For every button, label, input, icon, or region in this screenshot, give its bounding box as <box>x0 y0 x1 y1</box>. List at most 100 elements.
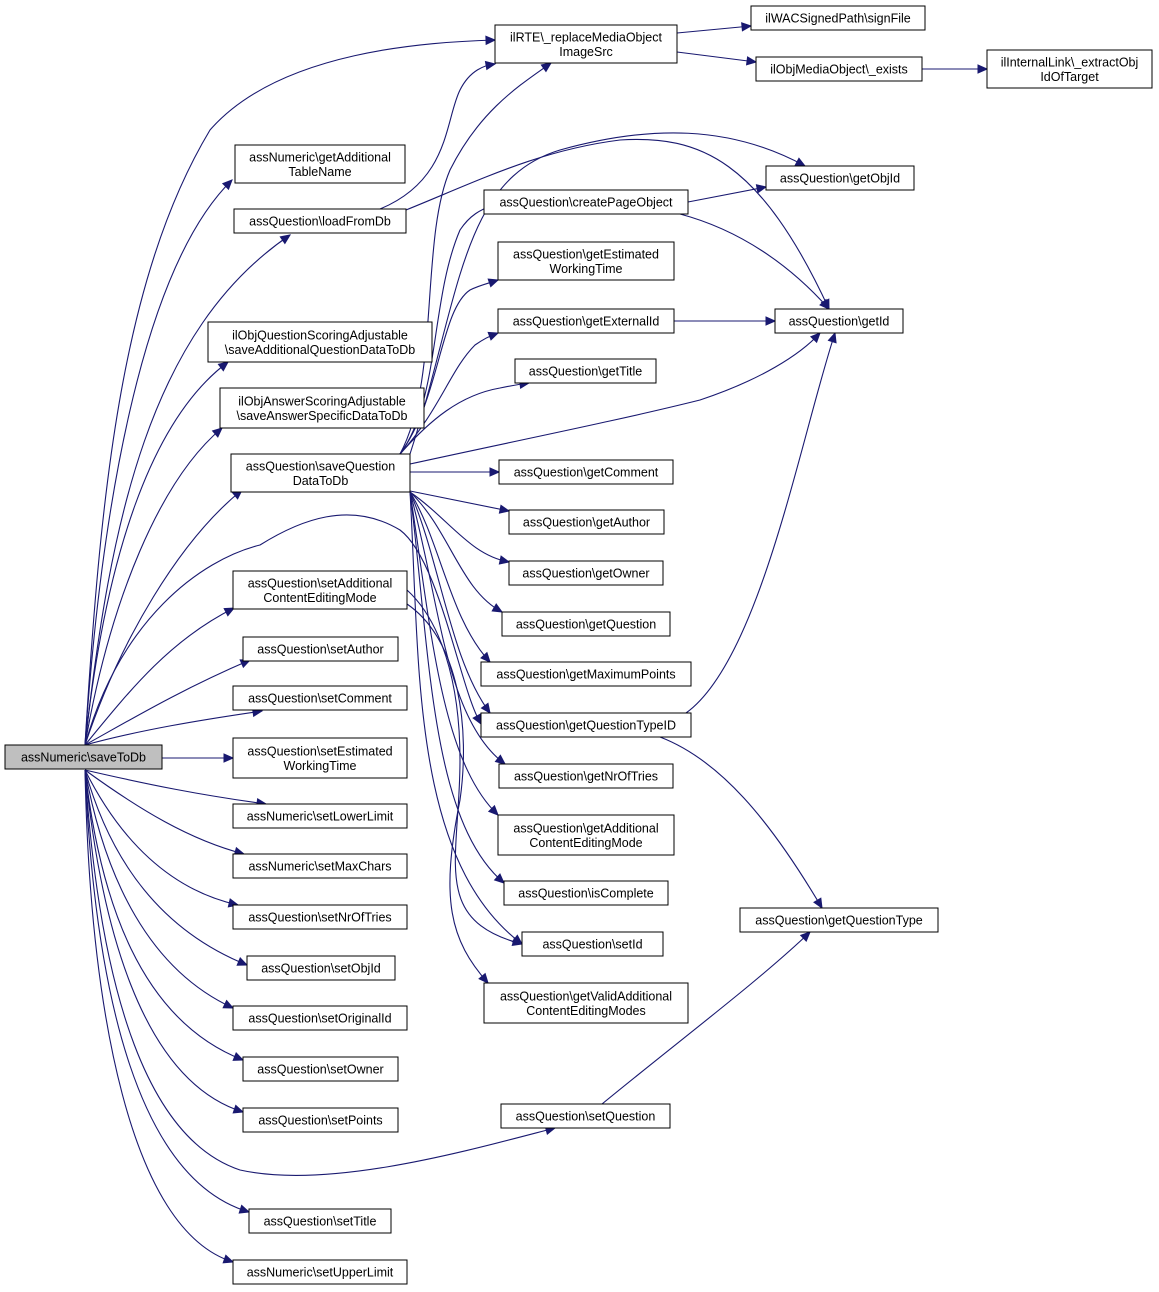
call-edge-saveQData-to-replaceMedia <box>399 62 553 455</box>
node-box <box>207 321 433 363</box>
call-edge-line <box>84 769 234 1263</box>
node-box <box>497 308 675 334</box>
node-box <box>498 459 674 485</box>
node-label: ContentEditingMode <box>263 591 376 605</box>
function-node-getQType[interactable]: assQuestion\getQuestionType <box>739 907 939 933</box>
function-node-setTitle[interactable]: assQuestion\setTitle <box>248 1208 392 1234</box>
arrowhead <box>480 651 491 663</box>
function-node-setNrOfTries[interactable]: assQuestion\setNrOfTries <box>232 904 408 930</box>
function-node-setOwner[interactable]: assQuestion\setOwner <box>242 1056 399 1082</box>
function-node-getComment[interactable]: assQuestion\getComment <box>498 459 674 485</box>
node-label: assQuestion\setAuthor <box>257 643 383 657</box>
call-edge-line <box>84 489 243 746</box>
call-edge-root-to-setOrigId <box>84 769 235 1009</box>
arrowhead <box>222 1254 235 1264</box>
call-edge-root-to-setObjId <box>84 769 249 966</box>
function-node-setOrigId[interactable]: assQuestion\setOriginalId <box>232 1005 408 1031</box>
call-edge-line <box>409 491 499 816</box>
function-node-setAddCEM[interactable]: assQuestion\setAdditionalContentEditingM… <box>232 570 408 610</box>
call-nodes: assNumeric\saveToDb ilRTE\_replaceMediaOb… <box>4 5 1153 1285</box>
function-node-getExtId[interactable]: assQuestion\getExternalId <box>497 308 675 334</box>
function-node-getMaxPts[interactable]: assQuestion\getMaximumPoints <box>480 661 692 687</box>
function-node-isComplete[interactable]: assQuestion\isComplete <box>503 880 669 906</box>
function-node-setMaxChars[interactable]: assNumeric\setMaxChars <box>232 853 408 879</box>
root-function-node[interactable]: assNumeric\saveToDb <box>4 744 163 770</box>
call-edge-line <box>84 39 496 746</box>
function-node-mediaExists[interactable]: ilObjMediaObject\_exists <box>755 56 923 82</box>
node-box <box>242 1107 399 1133</box>
arrowhead <box>232 1052 245 1061</box>
call-edge-line <box>84 361 229 746</box>
call-edge-line <box>379 63 496 210</box>
call-edge-saveQData-to-getMaxPts <box>409 491 491 663</box>
function-node-getAuthor[interactable]: assQuestion\getAuthor <box>508 509 665 535</box>
function-node-getQTypeID[interactable]: assQuestion\getQuestionTypeID <box>480 712 692 738</box>
node-label: ContentEditingMode <box>529 836 642 850</box>
function-node-getAddCEM[interactable]: assQuestion\getAdditionalContentEditingM… <box>497 814 675 856</box>
call-edge-line <box>84 769 245 855</box>
function-node-getQuestion[interactable]: assQuestion\getQuestion <box>501 611 671 637</box>
arrowhead <box>484 60 497 71</box>
arrowhead <box>491 603 504 613</box>
arrowhead <box>487 278 500 288</box>
node-label: assQuestion\setObjId <box>261 962 381 976</box>
call-edge-getQTypeID-to-getId <box>685 331 837 714</box>
function-node-setComment[interactable]: assQuestion\setComment <box>232 685 408 711</box>
function-node-getId[interactable]: assQuestion\getId <box>774 308 904 334</box>
node-box <box>739 907 939 933</box>
call-edge-line <box>409 132 806 455</box>
function-node-getObjId[interactable]: assQuestion\getObjId <box>765 165 915 191</box>
node-box <box>521 931 664 957</box>
arrowhead <box>794 157 807 167</box>
function-node-scoringQ[interactable]: ilObjQuestionScoringAdjustable\saveAddit… <box>207 321 433 363</box>
arrowhead <box>236 956 249 966</box>
node-label: ilInternalLink\_extractObj <box>1001 55 1139 69</box>
node-box <box>232 1005 408 1031</box>
call-edge-loadFromDb-to-replaceMedia <box>379 60 497 210</box>
node-box <box>755 56 923 82</box>
function-node-getOwner[interactable]: assQuestion\getOwner <box>508 560 664 586</box>
node-box <box>508 560 664 586</box>
function-node-getValidCEM[interactable]: assQuestion\getValidAdditionalContentEdi… <box>483 982 689 1024</box>
function-node-setLower[interactable]: assNumeric\setLowerLimit <box>232 803 408 829</box>
function-node-setId[interactable]: assQuestion\setId <box>521 931 664 957</box>
arrowhead <box>494 754 506 765</box>
node-label: assQuestion\getQuestion <box>516 618 656 632</box>
call-edge-line <box>687 186 767 203</box>
node-label: assQuestion\getQuestionTypeID <box>496 719 676 733</box>
node-label: assQuestion\getQuestionType <box>755 914 923 928</box>
node-box <box>514 358 657 384</box>
function-node-setUpper[interactable]: assNumeric\setUpperLimit <box>232 1259 408 1285</box>
function-node-setQuestion[interactable]: assQuestion\setQuestion <box>500 1103 671 1129</box>
function-node-createPage[interactable]: assQuestion\createPageObject <box>483 189 689 215</box>
node-box <box>494 24 678 64</box>
node-box <box>232 737 408 779</box>
function-node-scoringA[interactable]: ilObjAnswerScoringAdjustable\saveAnswerS… <box>219 387 425 429</box>
call-edge-root-to-scoringQ <box>84 361 229 746</box>
arrowhead <box>799 931 811 943</box>
function-node-setObjId[interactable]: assQuestion\setObjId <box>246 955 396 981</box>
function-node-setPoints[interactable]: assQuestion\setPoints <box>242 1107 399 1133</box>
function-node-signFile[interactable]: ilWACSignedPath\signFile <box>750 5 926 31</box>
call-edge-line <box>409 491 491 714</box>
function-node-getTitle[interactable]: assQuestion\getTitle <box>514 358 657 384</box>
node-label: assQuestion\getAdditional <box>513 821 658 835</box>
call-edge-line <box>601 931 811 1105</box>
call-edge-line <box>84 710 263 746</box>
call-edge-line <box>406 589 523 945</box>
function-node-getNrOfTries[interactable]: assQuestion\getNrOfTries <box>498 763 674 789</box>
call-edge-root-to-setMaxChars <box>84 769 246 857</box>
node-box <box>498 763 674 789</box>
node-label: assNumeric\getAdditional <box>249 150 391 164</box>
node-label: assQuestion\getMaximumPoints <box>496 668 675 682</box>
call-edge-getExtId-to-getId <box>674 316 777 326</box>
arrowhead <box>279 234 292 245</box>
function-node-loadFromDb[interactable]: assQuestion\loadFromDb <box>233 208 407 234</box>
function-node-setAuthor[interactable]: assQuestion\setAuthor <box>242 636 399 662</box>
